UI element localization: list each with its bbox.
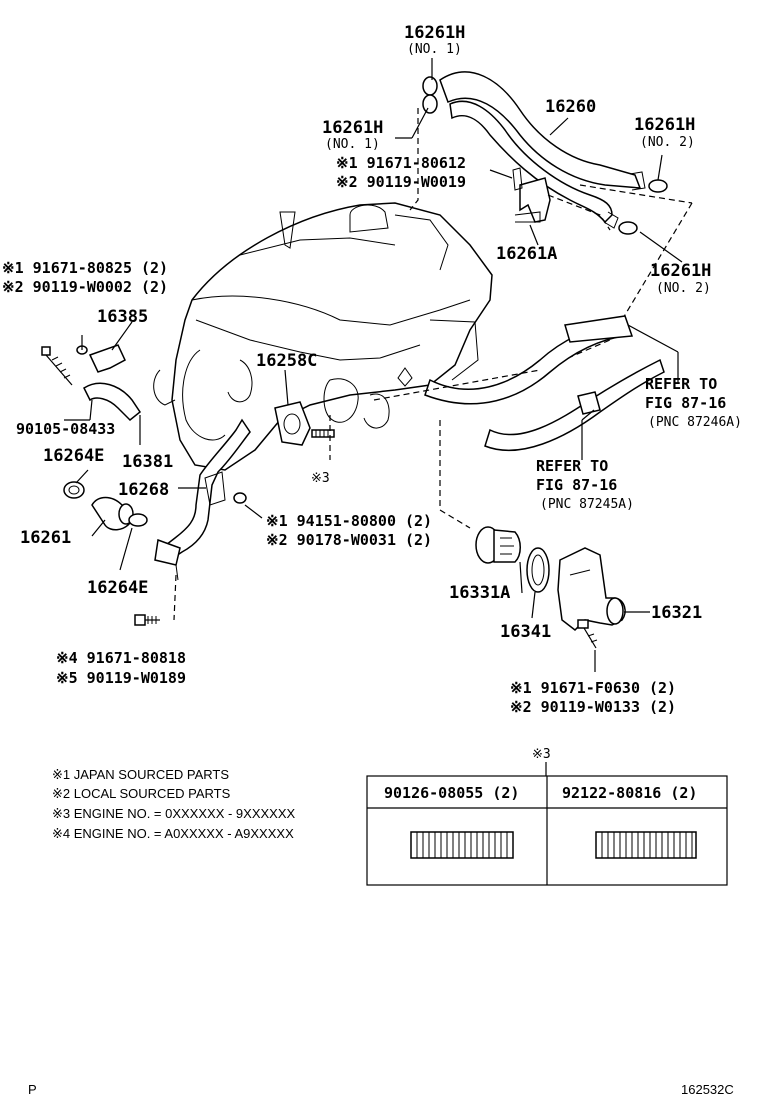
- label-16261H-right1[interactable]: 16261H: [634, 115, 695, 135]
- label-refer2-a[interactable]: REFER TO: [536, 457, 608, 475]
- stud-illustration-90126: [410, 831, 514, 859]
- bolt-90105: [41, 346, 73, 386]
- label-16261H-mid[interactable]: 16261H: [322, 118, 383, 138]
- label-16331A[interactable]: 16331A: [449, 583, 510, 603]
- label-refer1-c: (PNC 87246A): [648, 415, 742, 430]
- footnote-4: ※4 ENGINE NO. = A0XXXXX - A9XXXXX: [52, 826, 294, 841]
- label-ref-a-2[interactable]: ※2 90119-W0019: [336, 173, 466, 191]
- label-ref-b-2[interactable]: ※2 90119-W0002 (2): [2, 278, 168, 296]
- clamp-16261H-right: [618, 179, 668, 235]
- footnotes: ※1 JAPAN SOURCED PARTS ※2 LOCAL SOURCED …: [52, 767, 296, 841]
- label-mark3-small: ※3: [311, 471, 330, 486]
- label-refer1-a[interactable]: REFER TO: [645, 375, 717, 393]
- label-16261H-right2-sub: (NO. 2): [656, 281, 711, 296]
- engine-block: [153, 202, 493, 471]
- footnote-2: ※2 LOCAL SOURCED PARTS: [52, 786, 231, 801]
- bolt-90119-W0189: [134, 614, 160, 626]
- bracket-16385: [76, 335, 126, 373]
- gasket-16258C: [274, 401, 311, 446]
- label-refer2-b[interactable]: FIG 87-16: [536, 476, 617, 494]
- label-16261H-right2[interactable]: 16261H: [650, 261, 711, 281]
- footnote-1: ※1 JAPAN SOURCED PARTS: [52, 767, 229, 782]
- label-ref-c-1[interactable]: ※1 94151-80800 (2): [266, 512, 432, 530]
- hose-87246A: [424, 315, 634, 405]
- bolt-90119-W0133: [577, 619, 598, 649]
- label-refer2-c: (PNC 87245A): [540, 497, 634, 512]
- stud-illustration-92122: [595, 831, 697, 859]
- label-16260[interactable]: 16260: [545, 97, 596, 117]
- bracket-16261A: [512, 167, 551, 223]
- part-labels: 16261H (NO. 1) 16261H (NO. 1) 16260 1626…: [2, 23, 742, 716]
- label-16261H-top-sub: (NO. 1): [407, 42, 462, 57]
- bracket-16381: [83, 382, 142, 422]
- label-16261H-top[interactable]: 16261H: [404, 23, 465, 43]
- water-inlet-16321: [557, 547, 626, 631]
- label-16381[interactable]: 16381: [122, 452, 173, 472]
- label-ref-d-1[interactable]: ※4 91671-80818: [56, 649, 186, 667]
- label-ref-c-2[interactable]: ※2 90178-W0031 (2): [266, 531, 432, 549]
- hose-16261: [91, 496, 134, 531]
- label-ref-d-2[interactable]: ※5 90119-W0189: [56, 669, 186, 687]
- label-ref-e-1[interactable]: ※1 91671-F0630 (2): [510, 679, 676, 697]
- label-refer1-b[interactable]: FIG 87-16: [645, 394, 726, 412]
- label-16261A[interactable]: 16261A: [496, 244, 557, 264]
- label-16385[interactable]: 16385: [97, 307, 148, 327]
- label-16321[interactable]: 16321: [651, 603, 702, 623]
- leader-lines: [64, 58, 683, 672]
- mark3-parts-table: ※3 90126-08055 (2) 92122-80816 (2): [366, 747, 728, 886]
- table-col1-header[interactable]: 90126-08055 (2): [384, 784, 519, 802]
- footnote-3: ※3 ENGINE NO. = 0XXXXXX - 9XXXXXX: [52, 806, 296, 821]
- label-ref-a-1[interactable]: ※1 91671-80612: [336, 154, 466, 172]
- label-16261[interactable]: 16261: [20, 528, 71, 548]
- label-90105-08433[interactable]: 90105-08433: [16, 420, 115, 438]
- corner-left-label: P: [28, 1082, 37, 1097]
- label-ref-e-2[interactable]: ※2 90119-W0133 (2): [510, 698, 676, 716]
- table-col2-header[interactable]: 92122-80816 (2): [562, 784, 697, 802]
- hose-16260: [439, 71, 646, 229]
- label-ref-b-1[interactable]: ※1 91671-80825 (2): [2, 259, 168, 277]
- clamp-16264E-top: [63, 481, 85, 499]
- thermostat-16331A: [475, 526, 521, 564]
- stud-mark3: [311, 429, 335, 438]
- label-16264E-bottom[interactable]: 16264E: [87, 578, 148, 598]
- hose-87245A: [484, 358, 665, 451]
- corner-right-label: 162532C: [681, 1082, 734, 1097]
- label-16268[interactable]: 16268: [118, 480, 169, 500]
- pipe-16268: [154, 418, 251, 581]
- label-16261H-mid-sub: (NO. 1): [325, 137, 380, 152]
- clamp-16261H-top: [422, 76, 438, 114]
- clamp-16264E-bottom: [128, 513, 148, 527]
- label-16341[interactable]: 16341: [500, 622, 551, 642]
- label-16261H-right1-sub: (NO. 2): [640, 135, 695, 150]
- table-mark3: ※3: [532, 747, 551, 762]
- label-16264E-top[interactable]: 16264E: [43, 446, 104, 466]
- gasket-16341: [526, 547, 550, 593]
- label-16258C[interactable]: 16258C: [256, 351, 317, 371]
